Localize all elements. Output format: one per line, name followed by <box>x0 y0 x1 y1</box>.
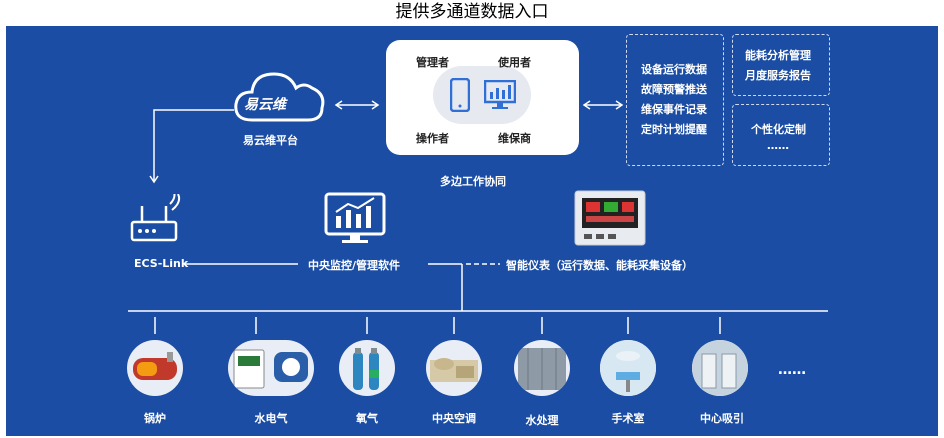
smart-meter-icon <box>574 190 646 246</box>
role-manager: 管理者 <box>416 56 449 69</box>
monitor-software-icon <box>324 192 386 243</box>
category-boiler: 锅炉 <box>144 412 166 425</box>
category-central-ac: 中央空调 <box>432 412 476 425</box>
collaboration-label: 多边工作协同 <box>440 175 506 188</box>
custom-line-2: …… <box>767 139 789 152</box>
data-line-2: 故障预警推送 <box>641 83 707 96</box>
phone-icon <box>450 78 470 112</box>
monitor-chart-icon <box>484 80 516 109</box>
collab-circle <box>433 66 531 124</box>
central-ac-icon <box>426 340 482 396</box>
cloud-icon <box>234 72 325 122</box>
meter-label: 智能仪表（运行数据、能耗采集设备） <box>506 259 693 272</box>
role-operator: 操作者 <box>416 132 449 145</box>
cloud-platform-label: 易云维平台 <box>243 134 298 147</box>
category-central-suction: 中心吸引 <box>700 412 744 425</box>
analysis-line-1: 能耗分析管理 <box>745 49 811 62</box>
cloud-logo-text: 易云维 <box>244 97 286 113</box>
central-suction-icon <box>692 340 748 396</box>
custom-box: 个性化定制 …… <box>732 104 830 166</box>
data-box: 设备运行数据 故障预警推送 维保事件记录 定时计划提醒 <box>626 34 724 166</box>
page-title: 提供多通道数据入口 <box>395 2 549 22</box>
software-label: 中央监控/管理软件 <box>308 259 401 272</box>
collaboration-box: 管理者 使用者 操作者 维保商 <box>386 40 579 155</box>
custom-line-1: 个性化定制 <box>751 123 806 136</box>
water-treatment-icon <box>514 340 570 396</box>
data-line-1: 设备运行数据 <box>641 63 707 76</box>
category-water-treatment: 水处理 <box>525 414 559 427</box>
analysis-box: 能耗分析管理 月度服务报告 <box>732 34 830 96</box>
diagram-panel: 易云维 易云维平台 管理者 使用者 操作者 维保商 多边工作协同 设备运行数据 … <box>6 26 938 436</box>
utility-meter-icon <box>228 340 314 396</box>
role-user: 使用者 <box>498 56 531 69</box>
category-more: …… <box>778 362 806 378</box>
operating-room-icon <box>600 340 656 396</box>
data-line-3: 维保事件记录 <box>641 103 707 116</box>
boiler-icon <box>127 340 183 396</box>
connector-lines <box>128 100 828 334</box>
analysis-line-2: 月度服务报告 <box>745 69 811 82</box>
category-oxygen: 氧气 <box>356 412 378 425</box>
data-line-4: 定时计划提醒 <box>641 123 707 136</box>
category-operating-room: 手术室 <box>611 412 645 425</box>
oxygen-icon <box>339 340 395 396</box>
gateway-label: ECS-Link <box>134 257 189 270</box>
role-maintainer: 维保商 <box>498 132 531 145</box>
router-icon <box>130 194 181 242</box>
category-utilities: 水电气 <box>254 412 288 425</box>
